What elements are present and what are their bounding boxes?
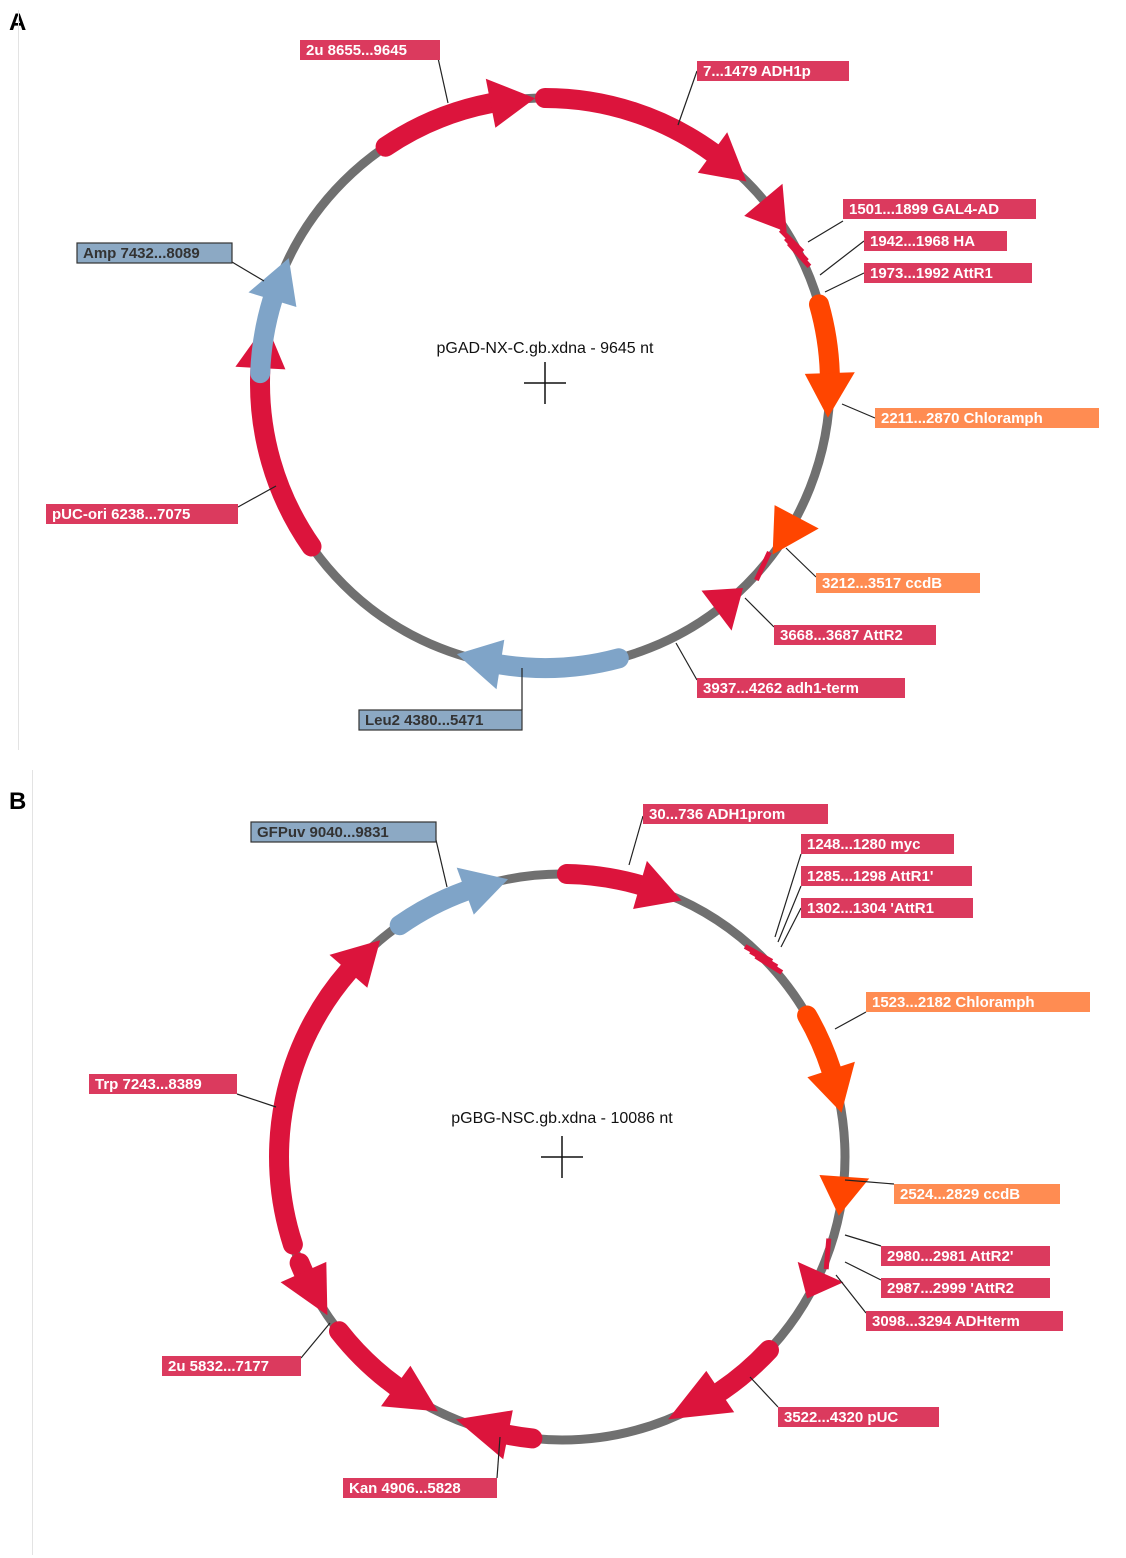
- label-kan: Kan 4906...5828: [343, 1436, 501, 1498]
- feature-attr2p-site: [823, 1238, 832, 1270]
- center-crosshair-a: [524, 362, 566, 404]
- plasmid-map-b: pGBG-NSC.gb.xdna - 10086 nt GFPuv 9040...…: [89, 804, 1090, 1498]
- feature-2u-head-arrow: [280, 1253, 328, 1316]
- label-chloramph: 1523...2182 Chloramph: [834, 992, 1090, 1030]
- svg-text:3212...3517 ccdB: 3212...3517 ccdB: [822, 575, 942, 592]
- svg-text:3668...3687 AttR2: 3668...3687 AttR2: [780, 627, 903, 644]
- label-adh1p: 7...1479 ADH1p: [677, 61, 849, 126]
- svg-text:1501...1899 GAL4-AD: 1501...1899 GAL4-AD: [849, 201, 999, 218]
- label-attr1p: 1285...1298 AttR1': [777, 866, 972, 943]
- svg-text:GFPuv 9040...9831: GFPuv 9040...9831: [257, 824, 389, 841]
- panel-b-frame: [32, 770, 33, 1555]
- feature-leu2-arrow: [456, 639, 629, 690]
- svg-text:2u 8655...9645: 2u 8655...9645: [306, 42, 407, 59]
- svg-text:Trp 7243...8389: Trp 7243...8389: [95, 1076, 202, 1093]
- label-amp: Amp 7432...8089: [76, 242, 265, 282]
- label-attr1: 1973...1992 AttR1: [824, 263, 1032, 293]
- feature-pucori-arrow: [235, 323, 322, 557]
- label-attr1pp: 1302...1304 'AttR1: [780, 898, 973, 948]
- label-ccdb: 2524...2829 ccdB: [844, 1179, 1060, 1204]
- label-attr2p: 2980...2981 AttR2': [844, 1234, 1050, 1266]
- feature-gfpuv-arrow: [389, 867, 508, 936]
- feature-attr1pp-site: [754, 954, 784, 975]
- feature-attr2-site: [754, 551, 772, 582]
- svg-text:2u 5832...7177: 2u 5832...7177: [168, 1358, 269, 1375]
- svg-text:2987...2999 'AttR2: 2987...2999 'AttR2: [887, 1280, 1014, 1297]
- svg-text:2211...2870 Chloramph: 2211...2870 Chloramph: [881, 410, 1043, 427]
- svg-text:Kan 4906...5828: Kan 4906...5828: [349, 1480, 461, 1497]
- panel-a-frame: [18, 10, 19, 750]
- svg-text:1285...1298 AttR1': 1285...1298 AttR1': [807, 868, 933, 885]
- panel-letter-b: B: [9, 788, 27, 815]
- feature-attr2pp-adhterm-arrow: [797, 1261, 844, 1299]
- label-puc: 3522...4320 pUC: [749, 1376, 939, 1427]
- feature-adh1p-arrow: [535, 88, 747, 182]
- label-adhterm: 3098...3294 ADHterm: [835, 1274, 1063, 1331]
- plasmid-title-b: pGBG-NSC.gb.xdna - 10086 nt: [451, 1110, 673, 1127]
- label-attr2pp: 2987...2999 'AttR2: [844, 1261, 1050, 1298]
- label-trp: Trp 7243...8389: [89, 1074, 277, 1108]
- feature-ccdb-arrow: [819, 1175, 870, 1216]
- label-leu2: Leu2 4380...5471: [358, 668, 523, 731]
- feature-trp-arrow: [269, 940, 381, 1255]
- svg-text:1523...2182 Chloramph: 1523...2182 Chloramph: [872, 994, 1035, 1011]
- svg-text:pUC-ori 6238...7075: pUC-ori 6238...7075: [52, 506, 190, 523]
- feature-chloramph-arrow: [804, 294, 855, 418]
- svg-text:3937...4262 adh1-term: 3937...4262 adh1-term: [703, 680, 859, 697]
- feature-kan-arrow: [456, 1410, 543, 1460]
- svg-text:Amp 7432...8089: Amp 7432...8089: [83, 245, 200, 262]
- svg-text:1973...1992 AttR1: 1973...1992 AttR1: [870, 265, 993, 282]
- label-chloramph: 2211...2870 Chloramph: [841, 403, 1099, 428]
- label-2u: 2u 8655...9645: [300, 40, 449, 104]
- label-pucori: pUC-ori 6238...7075: [46, 485, 277, 524]
- center-crosshair-b: [541, 1136, 583, 1178]
- label-2u: 2u 5832...7177: [162, 1322, 331, 1376]
- label-myc: 1248...1280 myc: [774, 834, 954, 938]
- svg-text:2524...2829 ccdB: 2524...2829 ccdB: [900, 1186, 1020, 1203]
- label-attr2: 3668...3687 AttR2: [744, 597, 936, 645]
- feature-ccdb-arrow: [772, 505, 819, 555]
- svg-text:1248...1280 myc: 1248...1280 myc: [807, 836, 920, 853]
- svg-text:3522...4320 pUC: 3522...4320 pUC: [784, 1409, 898, 1426]
- label-adh1term: 3937...4262 adh1-term: [675, 642, 905, 698]
- svg-text:1302...1304 'AttR1: 1302...1304 'AttR1: [807, 900, 934, 917]
- plasmid-map-a: pGAD-NX-C.gb.xdna - 9645 nt 2u 8655...964…: [46, 40, 1099, 731]
- feature-2u-arrow: [375, 78, 536, 157]
- feature-attr1-site: [784, 236, 812, 269]
- feature-gal4ad-arrow: [744, 183, 787, 232]
- plasmid-title-a: pGAD-NX-C.gb.xdna - 9645 nt: [437, 340, 655, 357]
- label-ha: 1942...1968 HA: [819, 231, 1007, 276]
- feature-amp-arrow: [248, 258, 297, 384]
- feature-chloramph-arrow: [797, 1005, 855, 1113]
- panel-letter-a: A: [9, 9, 27, 36]
- label-adh1prom: 30...736 ADH1prom: [628, 804, 828, 866]
- svg-text:7...1479 ADH1p: 7...1479 ADH1p: [703, 63, 811, 80]
- feature-puc-arrow: [668, 1340, 779, 1420]
- svg-text:1942...1968 HA: 1942...1968 HA: [870, 233, 975, 250]
- label-gal4ad: 1501...1899 GAL4-AD: [807, 199, 1036, 243]
- svg-text:Leu2 4380...5471: Leu2 4380...5471: [365, 712, 483, 729]
- label-gfpuv: GFPuv 9040...9831: [250, 821, 448, 888]
- svg-text:2980...2981 AttR2': 2980...2981 AttR2': [887, 1248, 1013, 1265]
- feature-adh1term-arrow: [701, 588, 743, 631]
- svg-text:3098...3294 ADHterm: 3098...3294 ADHterm: [872, 1313, 1020, 1330]
- label-ccdb: 3212...3517 ccdB: [785, 547, 980, 593]
- feature-adh1prom-arrow: [556, 860, 682, 909]
- svg-text:30...736 ADH1prom: 30...736 ADH1prom: [649, 806, 785, 823]
- feature-2u-arrow: [329, 1321, 438, 1412]
